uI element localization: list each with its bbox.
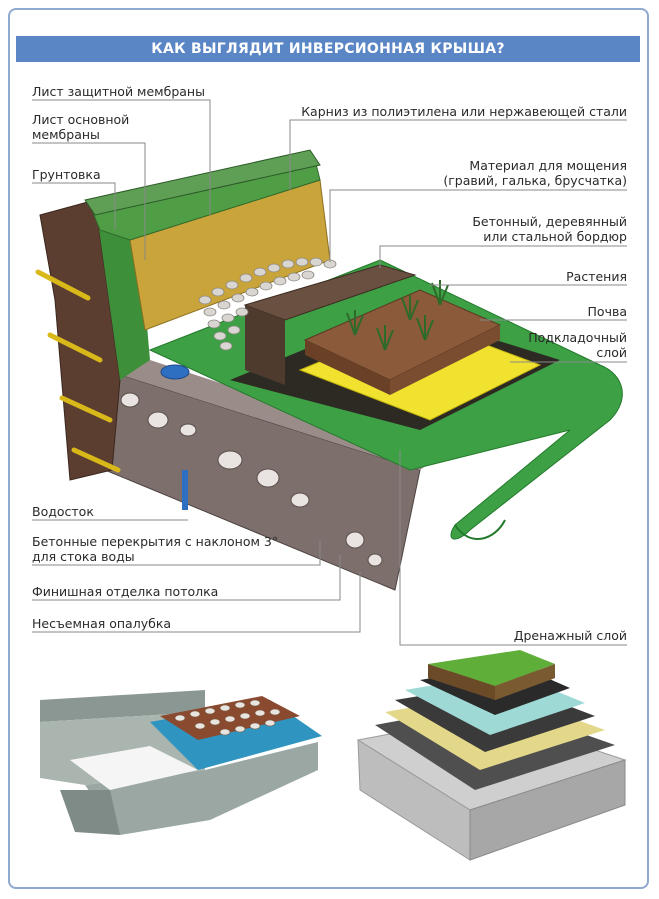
label-paving-line1: Материал для мощения: [469, 158, 627, 173]
label-main-membrane-line2: мембраны: [32, 127, 100, 142]
label-main-membrane-line1: Лист основной: [32, 112, 129, 127]
label-drain: Водосток: [32, 504, 94, 519]
label-border-line2: или стальной бордюр: [483, 229, 627, 244]
label-formwork: Несъемная опалубка: [32, 616, 171, 631]
label-drainage-layer: Дренажный слой: [514, 628, 627, 643]
label-slab-line2: для стока воды: [32, 549, 135, 564]
bottom-left-illustration: [40, 690, 322, 835]
label-border-line1: Бетонный, деревянный: [472, 214, 627, 229]
label-soil: Почва: [588, 304, 627, 319]
label-underlay-line1: Подкладочный: [528, 330, 627, 345]
label-protective-membrane: Лист защитной мембраны: [32, 84, 205, 99]
label-slab-line1: Бетонные перекрытия с наклоном 3°: [32, 534, 278, 549]
label-paving-line2: (гравий, галька, брусчатка): [443, 173, 627, 188]
label-plants: Растения: [566, 269, 627, 284]
label-underlay-line2: слой: [596, 345, 627, 360]
bottom-right-illustration: [358, 650, 625, 860]
label-ceiling-finish: Финишная отделка потолка: [32, 584, 218, 599]
label-cornice: Карниз из полиэтилена или нержавеющей ст…: [301, 104, 627, 119]
label-primer: Грунтовка: [32, 167, 101, 182]
